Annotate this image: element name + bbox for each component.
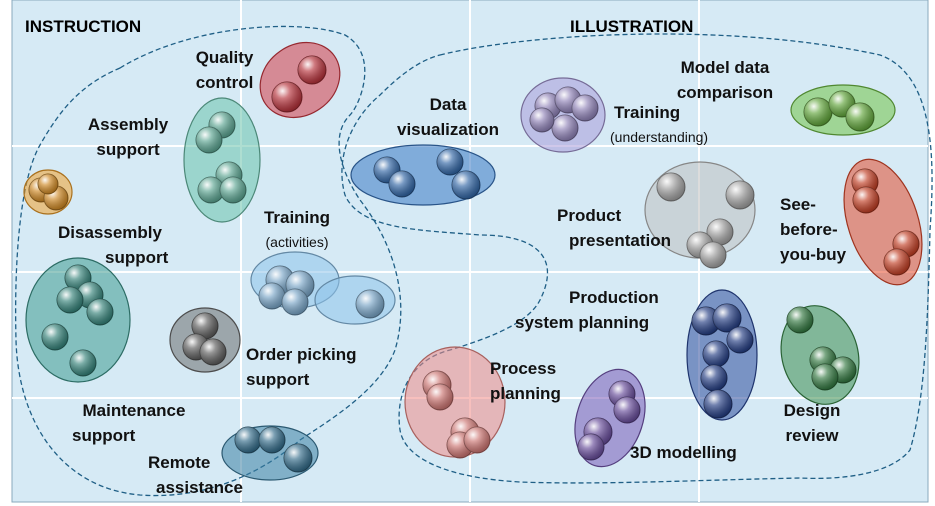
cluster-process-planning-sphere-shine	[464, 427, 490, 453]
cluster-quality-control-sphere-shine	[298, 56, 326, 84]
label-3d-modelling: 3D modelling	[630, 443, 737, 462]
cluster-maintenance-support-sphere-shine	[57, 287, 83, 313]
cluster-remote-assistance-sphere-shine	[235, 427, 261, 453]
cluster-assembly-support	[183, 97, 261, 223]
cluster-product-presentation-sphere-shine	[726, 181, 754, 209]
label-process-planning: Process planning	[490, 359, 561, 403]
cluster-design-review-sphere-shine	[787, 307, 813, 333]
section-title-instruction: INSTRUCTION	[25, 17, 142, 36]
cluster-model-data-comparison-sphere-shine	[804, 98, 832, 126]
cluster-3d-modelling-sphere-shine	[578, 434, 604, 460]
cluster-data-visualization-sphere-shine	[437, 149, 463, 175]
cluster-see-before-you-buy	[843, 158, 923, 286]
cluster-production-system-planning-sphere-shine	[692, 307, 720, 335]
cluster-product-presentation	[644, 161, 756, 269]
cluster-remote-assistance-sphere-shine	[259, 427, 285, 453]
cluster-production-system-planning	[686, 289, 758, 421]
cluster-data-visualization-sphere-shine	[389, 171, 415, 197]
cluster-remote-assistance-sphere-shine	[284, 444, 312, 472]
cluster-production-system-planning-sphere-shine	[701, 365, 727, 391]
cluster-training-activities	[250, 251, 396, 325]
label-maintenance-support: Maintenance support	[72, 401, 186, 445]
label-disassembly-support: Disassembly support	[58, 223, 169, 267]
label-training-understanding: Training (understanding)	[610, 103, 709, 145]
cluster-model-data-comparison-sphere-shine	[846, 103, 874, 131]
label-see-before-you-buy: See- before- you-buy	[780, 195, 847, 264]
cluster-maintenance-support-sphere-shine	[70, 350, 96, 376]
cluster-maintenance-support-blob	[25, 257, 131, 383]
label-training-understanding-sub: understanding	[614, 129, 704, 145]
cluster-training-understanding-sphere-shine	[530, 108, 554, 132]
cluster-data-visualization-sphere-shine	[452, 171, 480, 199]
cluster-order-picking-support-sphere-shine	[200, 339, 226, 365]
label-remote-assistance: Remote assistance	[148, 453, 243, 497]
cluster-disassembly-support	[23, 169, 73, 215]
cluster-quality-control	[259, 41, 341, 119]
section-title-illustration: ILLUSTRATION	[570, 17, 694, 36]
cluster-maintenance-support	[25, 257, 131, 383]
cluster-quality-control-sphere-shine	[272, 82, 302, 112]
cluster-3d-modelling-sphere-shine	[614, 397, 640, 423]
cluster-see-before-you-buy-sphere-shine	[853, 187, 879, 213]
illustration-region	[341, 33, 933, 484]
cluster-training-activities-sphere-shine	[356, 290, 384, 318]
cluster-disassembly-support-sphere-shine	[38, 174, 58, 194]
label-training-activities: Training (activities)	[263, 208, 331, 250]
cluster-training-activities-sphere-shine	[282, 289, 308, 315]
cluster-data-visualization	[350, 144, 496, 206]
label-product-presentation: Product presentation	[557, 206, 672, 250]
cluster-see-before-you-buy-sphere-shine	[884, 249, 910, 275]
cluster-training-activities-sphere-shine	[259, 283, 285, 309]
cluster-design-review-sphere-shine	[812, 364, 838, 390]
cluster-assembly-support-sphere-shine	[198, 177, 224, 203]
cluster-remote-assistance	[221, 425, 319, 481]
cluster-product-presentation-sphere-shine	[707, 219, 733, 245]
cluster-order-picking-support	[169, 307, 241, 373]
cluster-production-system-planning-sphere-shine	[727, 327, 753, 353]
cluster-production-system-planning-sphere-shine	[704, 390, 732, 418]
cluster-training-understanding	[520, 77, 606, 153]
label-order-picking-support: Order picking support	[246, 345, 357, 389]
label-training-activities-sub: activities	[270, 234, 324, 250]
cluster-3d-modelling	[574, 368, 646, 468]
label-production-system-planning: Production system planning	[515, 288, 659, 332]
cluster-process-planning	[404, 346, 506, 459]
cluster-training-understanding-sphere-shine	[572, 95, 598, 121]
cluster-maintenance-support-sphere-shine	[42, 324, 68, 350]
cluster-product-presentation-sphere-shine	[700, 242, 726, 268]
cluster-training-understanding-sphere-shine	[552, 115, 578, 141]
cluster-maintenance-support-sphere-shine	[87, 299, 113, 325]
cluster-product-presentation-sphere-shine	[657, 173, 685, 201]
cluster-process-planning-sphere-shine	[427, 384, 453, 410]
cluster-model-data-comparison	[790, 84, 896, 136]
cluster-assembly-support-sphere-shine	[220, 177, 246, 203]
cluster-production-system-planning-sphere-shine	[713, 304, 741, 332]
cluster-order-picking-support-sphere-shine	[192, 313, 218, 339]
cluster-design-review	[780, 305, 860, 405]
cluster-assembly-support-sphere-shine	[196, 127, 222, 153]
cluster-production-system-planning-sphere-shine	[703, 341, 729, 367]
instruction-region	[14, 25, 402, 497]
